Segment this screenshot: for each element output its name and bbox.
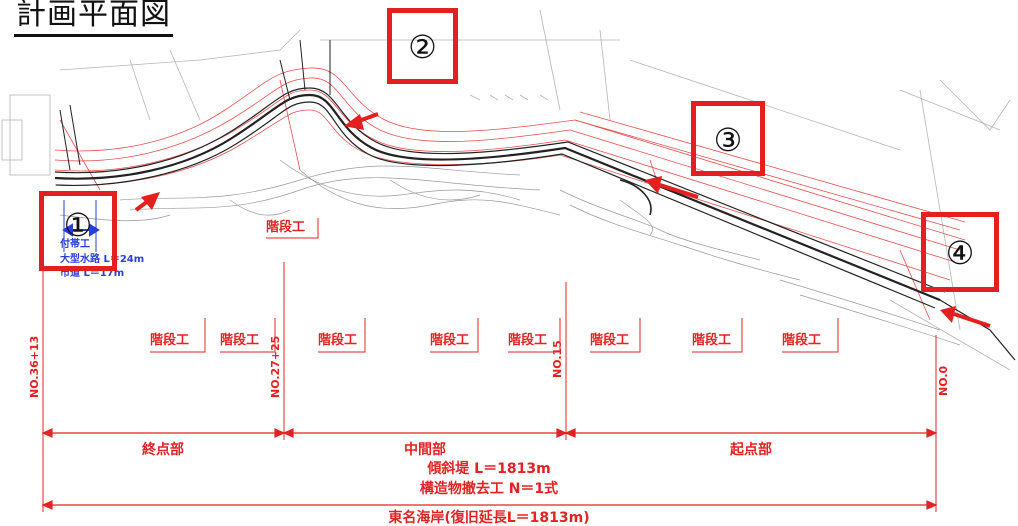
callout-3: ③ xyxy=(691,101,765,176)
stairs-brackets xyxy=(150,218,839,353)
section-end-label: 終点部 xyxy=(142,441,184,458)
stairs-label-9: 階段工 xyxy=(266,219,305,235)
arrow-1-head xyxy=(141,192,160,210)
section-start-label: 起点部 xyxy=(729,441,772,458)
station-label-2: NO.27+25 xyxy=(269,336,282,398)
callout-4: ④ xyxy=(921,212,999,292)
callout-2-number: ② xyxy=(408,28,437,66)
callout-4-number: ④ xyxy=(945,234,975,272)
callout-1-number: ① xyxy=(63,206,93,244)
station-label-1: NO.36+13 xyxy=(28,336,41,398)
works-coast-label: 東名海岸(復旧延長L＝1813m) xyxy=(388,509,589,526)
plan-outlines-red xyxy=(54,67,966,321)
page-title: 計画平面図 xyxy=(14,0,173,37)
arrow-4-head xyxy=(940,306,956,323)
terrain-contours xyxy=(59,159,961,346)
stairs-label-6: 階段工 xyxy=(590,332,629,348)
callout-3-number: ③ xyxy=(713,121,743,159)
arrow-2-head xyxy=(344,114,364,130)
callout-2: ② xyxy=(387,8,458,84)
callout-1: ① xyxy=(39,191,117,271)
station-lines xyxy=(42,262,937,512)
stairs-label-2: 階段工 xyxy=(220,332,259,348)
section-middle-label: 中間部 xyxy=(404,441,446,458)
arrow-3-head xyxy=(645,176,662,194)
stairs-label-3: 階段工 xyxy=(318,332,357,348)
stairs-label-5: 階段工 xyxy=(508,332,547,348)
seawall-alignment xyxy=(54,39,1016,361)
arrow-4 xyxy=(953,312,991,328)
stairs-label-8: 階段工 xyxy=(782,332,821,348)
background-map xyxy=(1,9,1011,371)
stairs-label-1: 階段工 xyxy=(150,332,189,348)
annotation-line-1: 付帯工 xyxy=(60,237,90,250)
station-label-4: NO.0 xyxy=(937,366,950,396)
arrow-3 xyxy=(659,183,699,199)
stairs-label-7: 階段工 xyxy=(692,332,731,348)
dimension-lines xyxy=(41,428,938,510)
annotation-line-2: 大型水路 L＝24m xyxy=(60,252,144,265)
works-slope-label: 傾斜堤 L＝1813m xyxy=(426,460,550,477)
stairs-label-4: 階段工 xyxy=(430,332,469,348)
pointer-arrows xyxy=(134,112,991,328)
station-label-3: NO.15 xyxy=(551,340,564,378)
blue-annotation xyxy=(62,200,100,252)
works-removal-label: 構造物撤去工 N＝1式 xyxy=(420,480,558,497)
